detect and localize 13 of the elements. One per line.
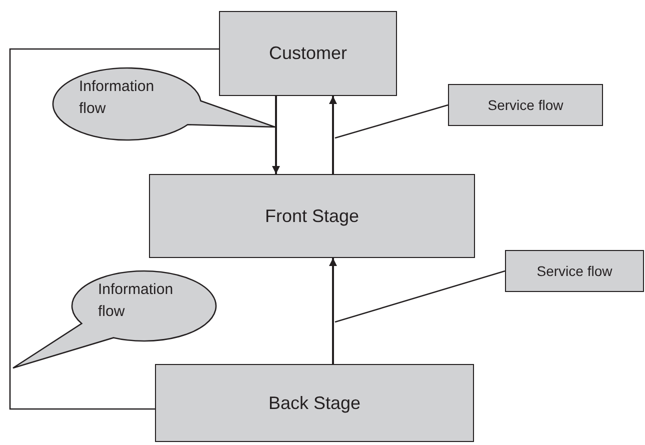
connector-line [9, 48, 219, 410]
leader-line [334, 270, 506, 323]
arrow [329, 258, 337, 364]
process-box: Customer [219, 11, 397, 96]
process-box: Service flow [505, 250, 644, 292]
leader-line [334, 104, 448, 139]
process-box: Front Stage [149, 174, 475, 258]
arrow [272, 96, 280, 174]
process-box: Back Stage [155, 364, 474, 442]
bubble-text: Information flow [79, 77, 156, 119]
bubble-text: Information flow [98, 280, 174, 322]
process-box: Service flow [448, 84, 603, 126]
arrow [329, 96, 337, 174]
